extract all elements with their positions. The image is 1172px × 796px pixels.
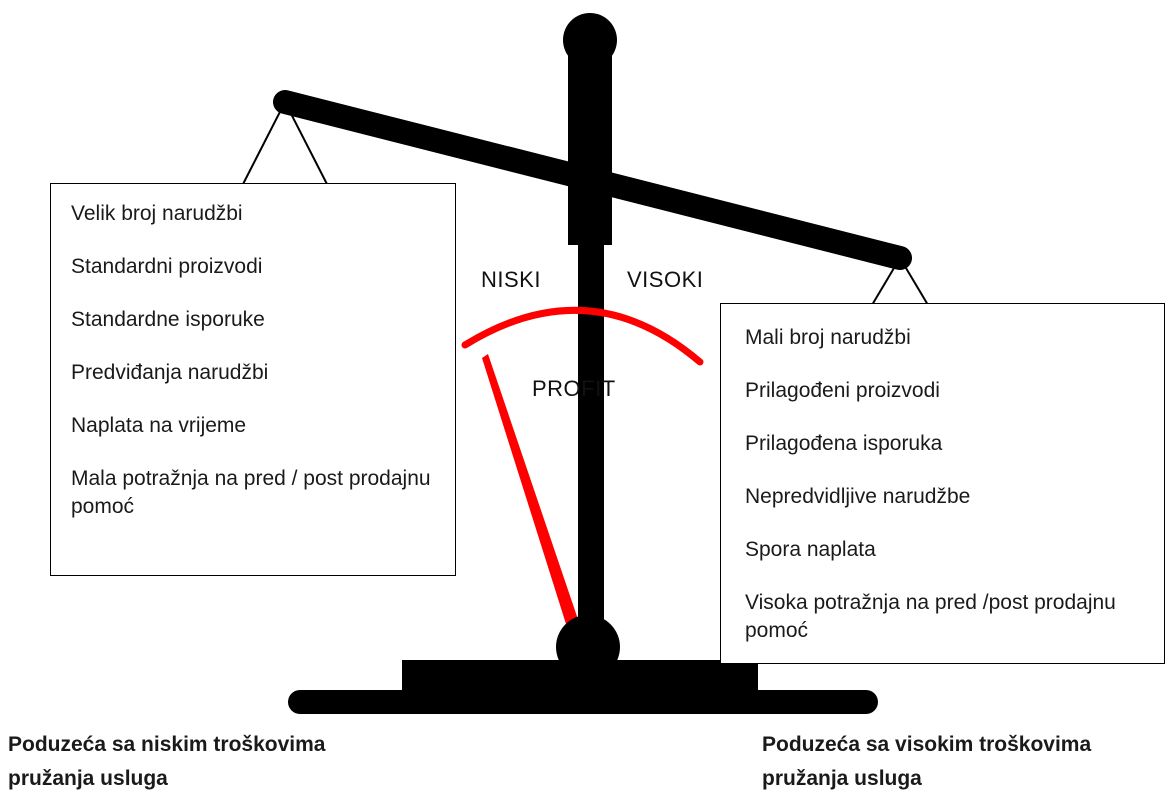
list-item: Prilagođeni proizvodi: [745, 379, 940, 402]
list-item: Standardne isporuke: [71, 308, 265, 331]
list-item: Nepredvidljive narudžbe: [745, 485, 971, 508]
profit-gauge-needle: [482, 354, 585, 643]
list-item: Mali broj narudžbi: [745, 326, 911, 349]
gauge-high-label: VISOKI: [627, 267, 704, 292]
scale-pivot: [556, 615, 620, 679]
low-cost-factors-box: Velik broj narudžbi Standardni proizvodi…: [50, 183, 456, 576]
list-item: Prilagođena isporuka: [745, 432, 943, 455]
list-item: Predviđanja narudžbi: [71, 361, 269, 384]
gauge-low-label: NISKI: [481, 267, 541, 292]
list-item: Naplata na vrijeme: [71, 414, 247, 437]
high-cost-factors-box: Mali broj narudžbi Prilagođeni proizvodi…: [720, 303, 1165, 664]
low-cost-caption: Poduzeća sa niskim troškovima pružanja u…: [8, 733, 326, 790]
gauge-profit-label: PROFIT: [532, 376, 616, 401]
scale-beam: [273, 90, 912, 270]
left-pan-string: [284, 101, 331, 191]
left-pan-string: [239, 101, 286, 191]
list-item: Velik broj narudžbi: [71, 202, 243, 225]
list-item: Standardni proizvodi: [71, 255, 263, 278]
list-item: Visoka potražnja na pred /post prodajnu …: [745, 591, 1116, 642]
scale-base-lower: [288, 690, 878, 714]
profit-gauge-arc: [461, 306, 704, 366]
list-item: Mala potražnja na pred / post prodajnu p…: [71, 467, 431, 518]
list-item: Spora naplata: [745, 538, 876, 561]
scale-column-top: [568, 55, 612, 245]
scale-top-knob: [563, 13, 617, 67]
high-cost-caption: Poduzeća sa visokim troškovima pružanja …: [762, 733, 1092, 790]
